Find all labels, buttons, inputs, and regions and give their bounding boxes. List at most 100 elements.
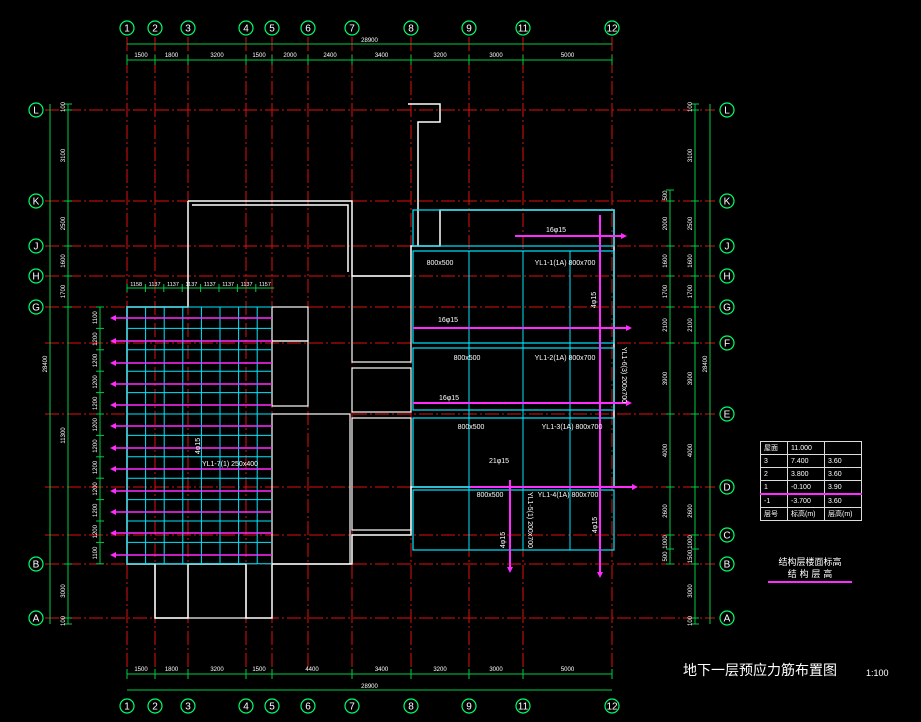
axis-bubble-top-3-label: 3	[185, 24, 191, 35]
dim-bottom-text: 3400	[375, 667, 389, 673]
room-wall-4	[351, 275, 412, 363]
beam-mark-6: YL1-6(3) 200x700	[620, 347, 627, 403]
dim-strip-text: 1158	[130, 282, 142, 288]
tendon-slab-arrow	[110, 402, 116, 408]
axis-bubble-left-A-circle	[28, 610, 44, 626]
dim-strip-text: 1137	[185, 282, 197, 288]
level-caption: 结构层楼面标高 结 构 层 高	[768, 557, 852, 583]
tendon-slab-arrow	[110, 552, 116, 558]
dim-left-text: 100	[61, 615, 67, 626]
dim-left-text: 1700	[61, 284, 67, 298]
axis-bubble-right-H-label: H	[723, 272, 730, 283]
dim-left-inner-text: 1200	[93, 353, 99, 367]
axis-bubble-bottom-7-label: 7	[349, 702, 355, 713]
axis-bubble-right-C-circle	[719, 527, 735, 543]
axis-bubble-right-A-circle	[719, 610, 735, 626]
axis-bubble-left-H-label: H	[32, 272, 39, 283]
dim-right-inner-text: 3900	[663, 371, 669, 385]
tendon-slab-arrow	[110, 466, 116, 472]
axis-bubble-top-12-circle	[604, 20, 620, 36]
dim-right-inner-text: 4000	[663, 443, 669, 457]
beam-label-2: 800x500	[454, 355, 481, 362]
level-cell: 7.400	[787, 454, 825, 468]
dim-right-inner-text: 500	[663, 190, 669, 201]
axis-bubble-bottom-4-circle	[238, 698, 254, 714]
axis-bubble-top-4-label: 4	[243, 24, 249, 35]
axis-bubble-bottom-3-label: 3	[185, 702, 191, 713]
tendon-label-1: 16φ15	[546, 227, 566, 234]
axis-bubble-top-1-circle	[119, 20, 135, 36]
axis-bubble-bottom-6-circle	[300, 698, 316, 714]
axis-bubble-bottom-3-circle	[180, 698, 196, 714]
room-wall-6	[351, 417, 412, 531]
axis-bubble-right-D-circle	[719, 479, 735, 495]
axis-bubble-bottom-1-label: 1	[124, 702, 130, 713]
dim-bottom-text: 5000	[561, 667, 575, 673]
axis-bubble-right-H-circle	[719, 268, 735, 284]
level-row: 2 3.800 3.60	[760, 467, 862, 481]
level-row: 屋面 11.000	[760, 441, 862, 455]
axis-bubble-bottom-2-circle	[147, 698, 163, 714]
tendon-label-6: 4φ15	[592, 517, 599, 533]
dim-bottom-text: 1500	[134, 667, 148, 673]
tendon-slab-arrow	[110, 423, 116, 429]
axis-bubble-bottom-6-label: 6	[305, 702, 311, 713]
level-row: -1 -3.700 3.60	[760, 493, 862, 508]
dim-left-inner-text: 1200	[93, 375, 99, 389]
dim-left-text: 1600	[61, 254, 67, 268]
axis-bubble-left-K-label: K	[33, 197, 40, 208]
axis-bubble-top-3-circle	[180, 20, 196, 36]
dim-strip-text: 1137	[241, 282, 253, 288]
beam-mark-2: YL1-2(1A) 800x700	[535, 355, 596, 362]
axis-bubble-bottom-9-label: 9	[466, 702, 472, 713]
dim-top-total-text: 28900	[361, 38, 378, 44]
dim-right-inner-text: 1700	[663, 284, 669, 298]
axis-bubble-right-E-label: E	[724, 410, 731, 421]
level-cell: 3	[760, 454, 788, 468]
axis-bubble-bottom-4-label: 4	[243, 702, 249, 713]
room-wall-5	[351, 367, 412, 413]
axis-bubble-left-G-label: G	[32, 303, 40, 314]
tendon-label-8: 4φ15	[195, 438, 202, 454]
axis-bubble-left-B-label: B	[33, 560, 40, 571]
dim-left-inner-text: 1200	[93, 524, 99, 538]
tendon-band-arrow	[626, 400, 632, 406]
drawing-scale: 1:100	[866, 668, 889, 678]
axis-bubble-right-J-label: J	[725, 242, 730, 253]
dim-right-inner-text: 2100	[663, 318, 669, 332]
axis-bubble-right-J-circle	[719, 238, 735, 254]
axis-bubble-top-11-label: 11	[518, 24, 529, 35]
axis-bubble-right-F-circle	[719, 335, 735, 351]
dim-left-inner-text: 1200	[93, 332, 99, 346]
beam-mark-1: YL1-1(1A) 800x700	[535, 260, 596, 267]
axis-bubble-top-2-label: 2	[152, 24, 158, 35]
dim-left-text: 3000	[61, 584, 67, 598]
tendon-slab-arrow	[110, 315, 116, 321]
beam-mark-5: YL1-5(1) 200x700	[526, 492, 533, 548]
axis-bubble-left-L-circle	[28, 102, 44, 118]
level-row-current: 1 -0.100 3.90	[760, 480, 862, 495]
tendon-label-4: 21φ15	[489, 458, 509, 465]
axis-bubble-top-8-label: 8	[408, 24, 414, 35]
dim-right-text: 100	[688, 101, 694, 112]
dim-left-total-text: 28400	[43, 355, 49, 372]
dim-top-text: 3400	[375, 53, 389, 59]
dim-top-text: 2400	[323, 53, 337, 59]
axis-bubble-top-9-circle	[461, 20, 477, 36]
dim-right-inner-text: 500	[663, 551, 669, 562]
dim-strip-text: 1157	[259, 282, 271, 288]
level-cell: -0.100	[787, 480, 825, 495]
axis-bubble-top-5-label: 5	[269, 24, 275, 35]
axis-bubble-top-11-circle	[515, 20, 531, 36]
axis-bubble-bottom-2-label: 2	[152, 702, 158, 713]
level-cell: 1	[760, 480, 788, 495]
dim-top-text: 3000	[489, 53, 503, 59]
dim-bottom-total-text: 28900	[361, 684, 378, 690]
axis-bubble-right-E-circle	[719, 406, 735, 422]
level-cell: 3.90	[824, 480, 862, 495]
axis-bubble-top-2-circle	[147, 20, 163, 36]
axis-bubble-top-4-circle	[238, 20, 254, 36]
dim-right-text: 3000	[688, 584, 694, 598]
tendon-band-arrow	[626, 325, 632, 331]
level-cell: 3.60	[824, 454, 862, 468]
